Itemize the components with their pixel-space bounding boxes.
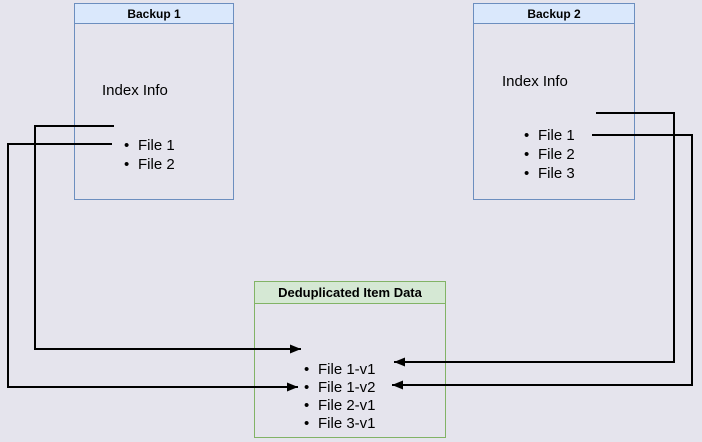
dedup-file-list: • File 1-v1 • File 1-v2 • File 2-v1 • Fi… (304, 361, 376, 433)
bullet-icon: • (124, 156, 130, 173)
list-item: • File 2 (124, 155, 175, 174)
backup2-box: Backup 2 Index Info • File 1 • File 2 • … (473, 3, 635, 200)
list-item: • File 3-v1 (304, 415, 376, 433)
list-item: • File 3 (524, 164, 575, 183)
bullet-icon: • (524, 146, 530, 163)
file-label: File 2 (138, 156, 175, 173)
backup1-header: Backup 1 (75, 4, 233, 24)
bullet-icon: • (124, 137, 130, 154)
bullet-icon: • (524, 127, 530, 144)
backup2-file-list: • File 1 • File 2 • File 3 (524, 126, 575, 183)
bullet-icon: • (304, 415, 310, 432)
file-label: File 2-v1 (318, 397, 376, 414)
backup1-index-info-label: Index Info (102, 82, 168, 99)
file-label: File 3 (538, 165, 575, 182)
backup2-title: Backup 2 (527, 6, 581, 21)
backup1-file-list: • File 1 • File 2 (124, 136, 175, 174)
file-label: File 1 (538, 127, 575, 144)
backup2-index-info-label: Index Info (502, 73, 568, 90)
file-label: File 1-v2 (318, 379, 376, 396)
list-item: • File 2 (524, 145, 575, 164)
bullet-icon: • (304, 397, 310, 414)
list-item: • File 1-v2 (304, 379, 376, 397)
file-label: File 3-v1 (318, 415, 376, 432)
dedup-title: Deduplicated Item Data (278, 285, 422, 300)
list-item: • File 1-v1 (304, 361, 376, 379)
list-item: • File 2-v1 (304, 397, 376, 415)
dedup-header: Deduplicated Item Data (255, 282, 445, 304)
backup1-box: Backup 1 Index Info • File 1 • File 2 (74, 3, 234, 200)
backup1-title: Backup 1 (127, 6, 181, 21)
file-label: File 2 (538, 146, 575, 163)
list-item: • File 1 (124, 136, 175, 155)
bullet-icon: • (304, 361, 310, 378)
deduplicated-item-data-box: Deduplicated Item Data • File 1-v1 • Fil… (254, 281, 446, 438)
file-label: File 1-v1 (318, 361, 376, 378)
backup2-header: Backup 2 (474, 4, 634, 24)
list-item: • File 1 (524, 126, 575, 145)
bullet-icon: • (524, 165, 530, 182)
bullet-icon: • (304, 379, 310, 396)
file-label: File 1 (138, 137, 175, 154)
